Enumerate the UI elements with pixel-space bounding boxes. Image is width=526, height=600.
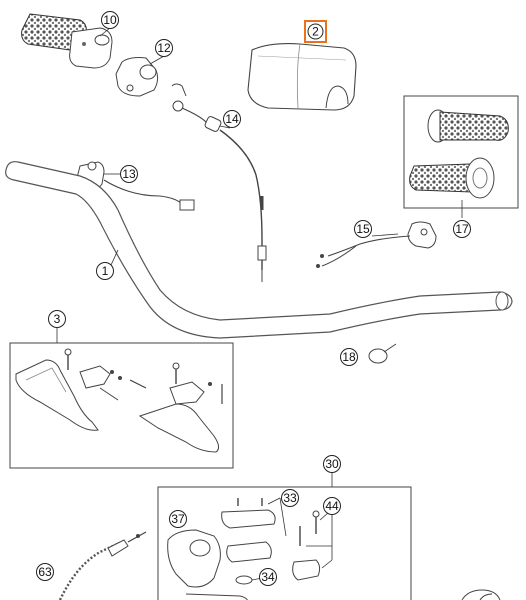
cable-tie-part[interactable] xyxy=(368,343,397,364)
throttle-housing-cover-part[interactable] xyxy=(115,57,159,97)
callout-15: 15 xyxy=(354,220,372,238)
handlebar-part[interactable] xyxy=(5,161,513,339)
callout-63: 63 xyxy=(36,563,54,581)
svg-text:17: 17 xyxy=(455,222,469,236)
handlebar-pad-part[interactable] xyxy=(247,43,357,111)
clutch-hose-part[interactable] xyxy=(58,531,147,600)
svg-text:18: 18 xyxy=(342,350,356,364)
callout-18: 18 xyxy=(340,348,358,366)
svg-text:37: 37 xyxy=(171,512,185,526)
svg-text:34: 34 xyxy=(261,570,275,584)
svg-text:13: 13 xyxy=(122,167,136,181)
svg-text:2: 2 xyxy=(312,25,319,39)
hand-guard-kit-box[interactable] xyxy=(9,342,234,469)
callout-13: 13 xyxy=(120,165,138,183)
throttle-grip-part[interactable] xyxy=(21,13,113,69)
callout-2-highlighted: 2 xyxy=(304,20,327,43)
svg-text:15: 15 xyxy=(356,222,370,236)
leader-lines xyxy=(56,27,463,581)
svg-text:63: 63 xyxy=(38,565,52,579)
callout-34: 34 xyxy=(259,568,277,586)
svg-text:3: 3 xyxy=(54,312,61,326)
throttle-cable-part[interactable] xyxy=(171,83,267,282)
callout-17: 17 xyxy=(453,220,471,238)
callout-10: 10 xyxy=(101,11,119,29)
clutch-switch-part[interactable] xyxy=(316,221,437,268)
svg-text:33: 33 xyxy=(283,491,297,505)
svg-text:44: 44 xyxy=(325,499,339,513)
clutch-master-cylinder-box[interactable] xyxy=(157,486,412,600)
callout-30: 30 xyxy=(323,455,341,473)
callout-3: 3 xyxy=(48,310,66,328)
svg-text:1: 1 xyxy=(102,264,109,278)
svg-text:30: 30 xyxy=(325,457,339,471)
svg-text:12: 12 xyxy=(157,41,171,55)
callout-33: 33 xyxy=(281,489,299,507)
callout-12: 12 xyxy=(155,39,173,57)
grip-set-box[interactable] xyxy=(403,95,519,209)
svg-text:14: 14 xyxy=(225,112,239,126)
callout-44: 44 xyxy=(323,497,341,515)
svg-text:10: 10 xyxy=(103,13,117,27)
callout-37: 37 xyxy=(169,510,187,528)
callout-14: 14 xyxy=(223,110,241,128)
callout-1: 1 xyxy=(96,262,114,280)
partial-part-bottom-right[interactable] xyxy=(461,589,501,600)
